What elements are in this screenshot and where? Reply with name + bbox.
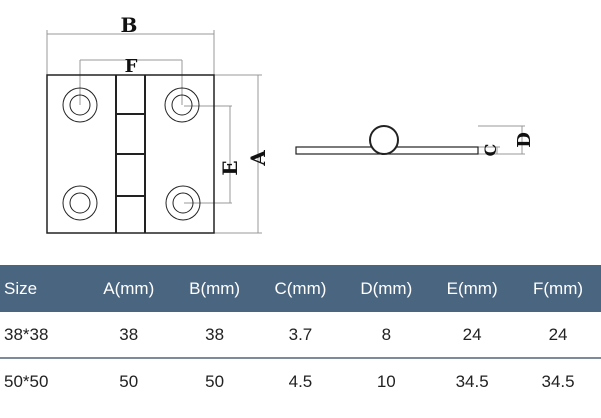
hinge-dimension-diagram: B F A E C D: [46, 13, 535, 234]
label-f: F: [125, 56, 138, 77]
label-a: A: [246, 150, 270, 167]
cell-d: 10: [376, 371, 396, 391]
cell-size: 50*50: [4, 371, 49, 391]
cell-a: 38: [85, 312, 172, 359]
header-c: C(mm): [257, 265, 344, 312]
cell-c: 3.7: [257, 312, 344, 359]
header-size: Size: [0, 265, 86, 312]
cell-a: 50: [119, 371, 139, 391]
cell-f: 24: [515, 312, 601, 359]
dimension-lines: [46, 30, 525, 234]
hinge-side-view: [295, 125, 479, 155]
cell-e: 24: [429, 312, 516, 359]
screw-hole-icon: [62, 87, 98, 123]
cell-f: 34.5: [541, 371, 575, 391]
spec-table: Size A(mm) B(mm) C(mm) D(mm) E(mm) F(mm)…: [0, 265, 601, 404]
label-b: B: [121, 13, 138, 37]
cell-c: 4.5: [288, 371, 313, 391]
cell-e: 34.5: [455, 371, 489, 391]
label-e: E: [218, 160, 242, 175]
header-f: F(mm): [515, 265, 601, 312]
header-d: D(mm): [343, 265, 430, 312]
header-e: E(mm): [429, 265, 516, 312]
cell-b: 50: [205, 371, 225, 391]
table-row: 50*50 50 50 4.5 10 34.5 34.5: [0, 358, 601, 404]
table-header-row: Size A(mm) B(mm) C(mm) D(mm) E(mm) F(mm): [0, 265, 601, 312]
screw-hole-icon: [62, 185, 98, 221]
label-c: C: [481, 144, 500, 157]
table-row: 38*38 38 38 3.7 8 24 24: [0, 312, 601, 359]
header-b: B(mm): [171, 265, 258, 312]
cell-d: 8: [343, 312, 430, 359]
screw-hole-icon: [165, 185, 201, 221]
header-a: A(mm): [85, 265, 172, 312]
screw-hole-icon: [164, 87, 200, 123]
cell-size: 38*38: [0, 312, 86, 359]
label-d: D: [514, 132, 535, 148]
hinge-front-view: [46, 74, 215, 234]
cell-b: 38: [171, 312, 258, 359]
